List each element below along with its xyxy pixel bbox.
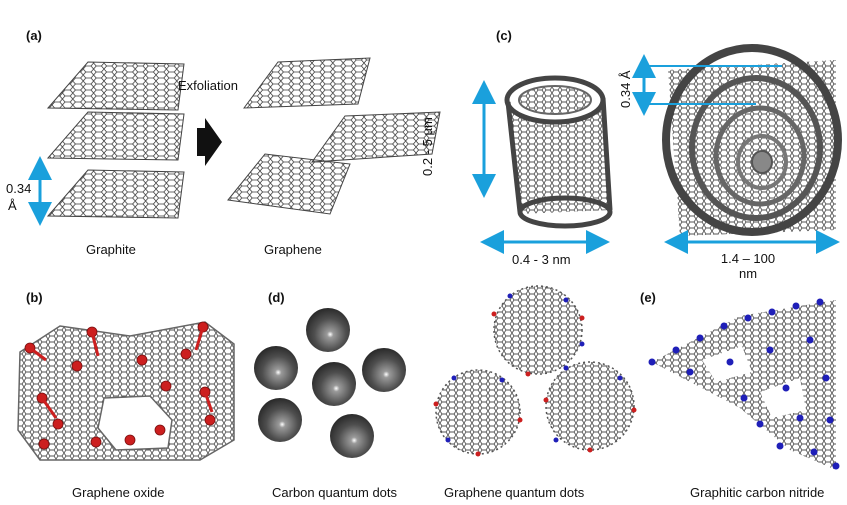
carbon-dot — [312, 362, 356, 406]
graphene-sheet-1 — [242, 57, 371, 109]
mwcnt-diameter-line2: nm — [738, 266, 758, 281]
graphite-sheets — [46, 61, 185, 219]
carbon-quantum-dots — [254, 308, 406, 458]
graphene-oxide-structure — [17, 321, 235, 461]
swcnt-height-label: 0.2 - 5 µm — [420, 117, 435, 176]
panel-label-d: (d) — [268, 290, 285, 305]
nitrogen-atoms — [648, 298, 840, 470]
graphene-dot — [493, 285, 583, 375]
panel-label-e: (e) — [640, 290, 656, 305]
graphene-quantum-dots-caption: Graphene quantum dots — [444, 485, 585, 500]
graphene-oxide-caption: Graphene oxide — [72, 485, 165, 500]
graphite-spacing-value: 0.34 — [6, 181, 32, 196]
mwcnt-spacing-label: 0.34 Å — [618, 70, 633, 108]
carbon-dot — [362, 348, 406, 392]
panel-label-b: (b) — [26, 290, 43, 305]
graphene-caption: Graphene — [264, 242, 322, 257]
exfoliation-arrow — [197, 118, 222, 166]
oxygen-bonds — [29, 326, 214, 419]
carbon-quantum-dots-caption: Carbon quantum dots — [272, 485, 398, 500]
single-walled-nanotube — [504, 75, 613, 229]
graphitic-carbon-nitride-caption: Graphitic carbon nitride — [690, 485, 825, 500]
graphite-sheet-2 — [46, 111, 185, 161]
edge-nitrogen-atoms — [445, 293, 623, 443]
carbon-dot — [258, 398, 302, 442]
graphite-spacing-unit: Å — [8, 198, 17, 213]
edge-oxygen-atoms — [433, 311, 637, 457]
graphitic-carbon-nitride-structure — [648, 298, 840, 470]
graphene-sheet-3 — [227, 153, 351, 215]
graphite-sheet-3 — [46, 169, 185, 219]
mwcnt-diameter-label: 1.4 – 100 nm — [708, 251, 788, 281]
graphene-sheets — [227, 57, 441, 215]
multi-walled-nanotube — [662, 44, 842, 236]
swcnt-diameter-label: 0.4 - 3 nm — [512, 252, 571, 267]
graphite-sheet-1 — [46, 61, 185, 111]
carbon-dot — [330, 414, 374, 458]
graphene-sheet-2 — [310, 111, 441, 163]
exfoliation-label: Exfoliation — [178, 78, 238, 93]
carbon-dot — [306, 308, 350, 352]
panel-label-a: (a) — [26, 28, 42, 43]
carbon-dot — [254, 346, 298, 390]
graphene-dot — [545, 361, 635, 451]
graphite-caption: Graphite — [86, 242, 136, 257]
graphene-quantum-dots — [433, 285, 637, 457]
panel-label-c: (c) — [496, 28, 512, 43]
mwcnt-diameter-line1: 1.4 – 100 — [720, 251, 776, 266]
